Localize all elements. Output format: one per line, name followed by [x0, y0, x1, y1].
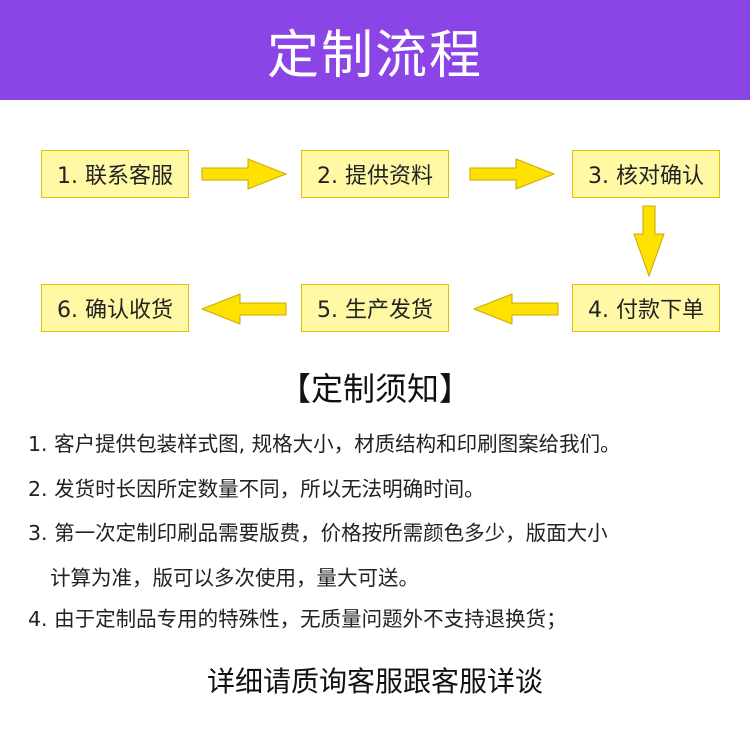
footer-contact-text: 详细请质询客服跟客服详谈: [206, 665, 543, 698]
step-5-box: 5. 生产发货: [301, 284, 449, 332]
notice-item-3-cont: 计算为准，版可以多次使用，量大可送。: [50, 566, 419, 590]
notice-item-1: 1. 客户提供包装样式图, 规格大小，材质结构和印刷图案给我们。: [28, 432, 621, 456]
step-4-label: 4. 付款下单: [588, 298, 704, 323]
page-title: 定制流程: [266, 25, 483, 86]
step-6-box: 6. 确认收货: [41, 284, 189, 332]
step-5-label: 5. 生产发货: [317, 298, 433, 323]
notice-item-2: 2. 发货时长因所定数量不同，所以无法明确时间。: [28, 477, 485, 501]
header-banner: 定制流程: [0, 0, 750, 100]
arrow-left-icon: [200, 293, 287, 325]
notice-item-3: 3. 第一次定制印刷品需要版费，价格按所需颜色多少，版面大小: [28, 521, 608, 545]
step-1-box: 1. 联系客服: [41, 150, 189, 198]
arrow-left-icon: [472, 293, 559, 325]
notice-item-4: 4. 由于定制品专用的特殊性，无质量问题外不支持退换货；: [28, 607, 567, 631]
arrow-down-icon: [633, 205, 665, 278]
notice-title: 【定制须知】: [278, 370, 471, 408]
step-2-label: 2. 提供资料: [317, 164, 433, 189]
step-6-label: 6. 确认收货: [57, 298, 173, 323]
step-4-box: 4. 付款下单: [572, 284, 720, 332]
step-1-label: 1. 联系客服: [57, 164, 173, 189]
step-3-box: 3. 核对确认: [572, 150, 720, 198]
step-2-box: 2. 提供资料: [301, 150, 449, 198]
step-3-label: 3. 核对确认: [588, 164, 704, 189]
arrow-right-icon: [469, 158, 556, 190]
arrow-right-icon: [201, 158, 288, 190]
